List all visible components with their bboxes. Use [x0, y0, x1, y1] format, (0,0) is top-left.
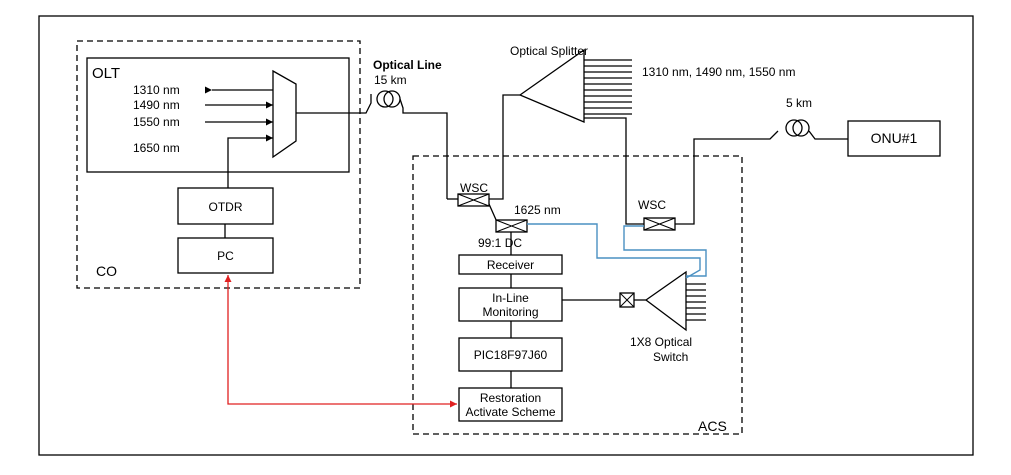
- onu-box: [847, 120, 941, 157]
- receiver-label: Receiver: [487, 258, 534, 272]
- monitor-path-right: [623, 225, 707, 277]
- onu-label: ONU#1: [871, 130, 918, 146]
- drop-fiber-b: [808, 130, 848, 140]
- wsc-right-coupler: [643, 217, 676, 231]
- monitoring-box: [458, 287, 563, 322]
- wsc-to-dc: [488, 203, 498, 223]
- monitor-path-left: [527, 223, 701, 279]
- switch-label-line1: 1X8 Optical: [630, 335, 692, 349]
- wdm-multiplexer: [272, 69, 297, 159]
- optical-switch: [644, 270, 687, 332]
- wsc-left-label: WSC: [460, 181, 488, 195]
- olt-box: [86, 57, 350, 173]
- monitoring-line2: Monitoring: [482, 305, 538, 319]
- monitoring-line1: In-Line: [492, 291, 529, 305]
- restoration-line2: Activate Scheme: [465, 405, 555, 419]
- olt-wavelength-1650: 1650 nm: [133, 141, 180, 155]
- switch-label-line2: Switch: [653, 350, 688, 364]
- wsc-left-coupler: [457, 193, 490, 207]
- mcu-box: [458, 337, 563, 372]
- control-link: [224, 275, 457, 408]
- acs-label: ACS: [698, 418, 727, 434]
- olt-wavelength-1550: 1550 nm: [133, 115, 180, 129]
- co-label: CO: [96, 263, 117, 279]
- outer-frame: [38, 15, 974, 456]
- line-1650: [227, 134, 273, 188]
- drop-fiber-a: [675, 130, 779, 225]
- restoration-box: [458, 387, 563, 422]
- fiber-coil-5km: [785, 119, 810, 137]
- splitter-title: Optical Splitter: [510, 44, 588, 58]
- optical-line-title: Optical Line: [373, 58, 442, 72]
- mcu-label: PIC18F97J60: [474, 348, 548, 362]
- fiber-coil-15km: [376, 90, 401, 108]
- splitter-to-wsc-right: [584, 117, 644, 225]
- switch-outputs: [686, 283, 706, 321]
- splitter-outputs: [584, 59, 632, 115]
- olt-wavelength-1310: 1310 nm: [133, 83, 180, 97]
- pc-box: [177, 237, 274, 274]
- wsc-to-splitter: [489, 94, 520, 200]
- wsc-right-label: WSC: [638, 198, 666, 212]
- otdr-label: OTDR: [209, 200, 243, 214]
- co-region: [76, 40, 361, 289]
- splitter-wavelengths: 1310 nm, 1490 nm, 1550 nm: [642, 65, 795, 79]
- feeder-fiber-b: [399, 98, 448, 199]
- directional-coupler: [495, 219, 528, 233]
- feeder-fiber-a: [296, 94, 372, 114]
- pc-label: PC: [217, 249, 234, 263]
- drop-distance: 5 km: [786, 96, 812, 110]
- coupler-ratio: 99:1 DC: [478, 236, 522, 250]
- monitor-wavelength: 1625 nm: [514, 203, 561, 217]
- olt-title: OLT: [92, 65, 120, 82]
- restoration-line1: Restoration: [480, 391, 541, 405]
- optical-line-distance: 15 km: [374, 73, 407, 87]
- optical-splitter: [518, 48, 585, 123]
- olt-wavelength-1490: 1490 nm: [133, 98, 180, 112]
- switch-input-coupler: [619, 292, 635, 308]
